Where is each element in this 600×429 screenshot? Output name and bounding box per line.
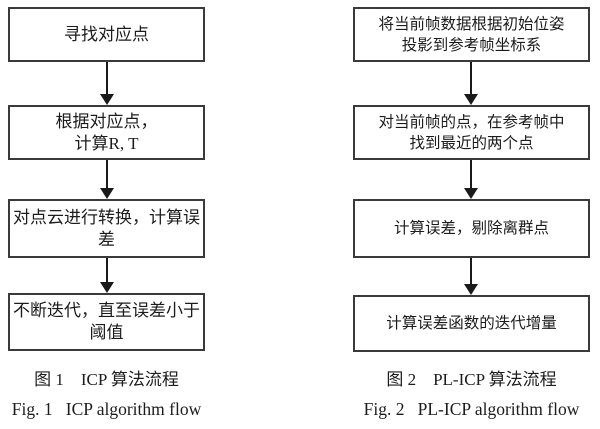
arrowhead-icon	[100, 282, 114, 293]
step-text-line: 计算R, T	[74, 133, 139, 153]
step-text-line: 寻找对应点	[64, 24, 149, 44]
fig1-caption-chinese: 图 1 ICP 算法流程	[34, 370, 179, 389]
icp-step-iterate-until-threshold: 不断迭代，直至误差小于 阈值	[8, 293, 205, 351]
step-text-line: 根据对应点，	[55, 111, 158, 131]
arrow-shaft	[470, 258, 472, 284]
fig2-caption-english: Fig. 2 PL-ICP algorithm flow	[363, 399, 580, 419]
plicp-step-project-to-reference-frame: 将当前帧数据根据初始位姿 投影到参考帧坐标系	[353, 7, 590, 62]
arrow-shaft	[106, 62, 108, 94]
icp-step-compute-rt: 根据对应点， 计算R, T	[8, 105, 205, 160]
step-text-line: 对点云进行转换，计算误	[13, 207, 200, 227]
step-text-line: 差	[98, 229, 115, 249]
plicp-step-compute-error-remove-outliers: 计算误差，剔除离群点	[353, 199, 590, 258]
fig2-caption-chinese: 图 2 PL-ICP 算法流程	[386, 370, 557, 389]
arrow-shaft	[470, 160, 472, 188]
arrow-shaft	[470, 62, 472, 94]
arrowhead-icon	[100, 94, 114, 105]
step-text-line: 计算误差，剔除离群点	[393, 220, 549, 237]
down-arrow	[464, 62, 478, 105]
plicp-step-find-two-nearest-points: 对当前帧的点，在参考帧中 找到最近的两个点	[353, 105, 590, 160]
arrow-shaft	[106, 160, 108, 188]
step-text-line: 阈值	[89, 323, 124, 342]
down-arrow	[100, 62, 114, 105]
icp-step-transform-compute-error: 对点云进行转换，计算误 差	[8, 199, 205, 258]
step-text-line: 将当前帧数据根据初始位姿	[378, 15, 565, 33]
icp-step-find-correspondences: 寻找对应点	[8, 7, 205, 62]
down-arrow	[464, 160, 478, 199]
step-text-line: 找到最近的两个点	[409, 134, 534, 152]
arrowhead-icon	[464, 94, 478, 105]
step-text-line: 对当前帧的点，在参考帧中	[378, 113, 565, 131]
step-text-line: 投影到参考帧坐标系	[401, 36, 542, 54]
arrowhead-icon	[464, 188, 478, 199]
fig1-caption-english: Fig. 1 ICP algorithm flow	[11, 399, 202, 419]
down-arrow	[100, 160, 114, 199]
arrowhead-icon	[464, 284, 478, 295]
step-text-line: 不断迭代，直至误差小于	[13, 301, 200, 320]
arrow-shaft	[106, 258, 108, 282]
down-arrow	[100, 258, 114, 293]
arrowhead-icon	[100, 188, 114, 199]
down-arrow	[464, 258, 478, 295]
plicp-step-compute-iteration-increment: 计算误差函数的迭代增量	[353, 295, 590, 352]
step-text-line: 计算误差函数的迭代增量	[386, 315, 557, 332]
